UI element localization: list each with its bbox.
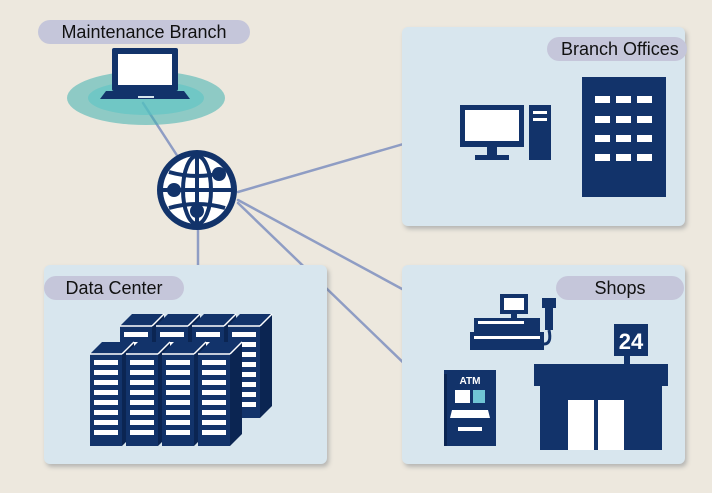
data-center-label: Data Center [44, 276, 184, 300]
laptop-icon [67, 48, 225, 125]
desktop-pc-icon [460, 105, 551, 160]
branch-offices-label: Branch Offices [547, 37, 687, 61]
atm-label: ATM [460, 376, 481, 387]
shops-label: Shops [556, 276, 684, 300]
office-building-icon [582, 77, 666, 197]
atm-icon: ATM [444, 370, 496, 446]
server-rack-icon [89, 313, 273, 447]
cash-register-icon [470, 294, 556, 350]
maintenance-branch-label: Maintenance Branch [38, 20, 250, 44]
convenience-store-icon: 24 [534, 324, 668, 450]
store-sign-number: 24 [619, 329, 644, 354]
globe-icon [157, 150, 237, 230]
